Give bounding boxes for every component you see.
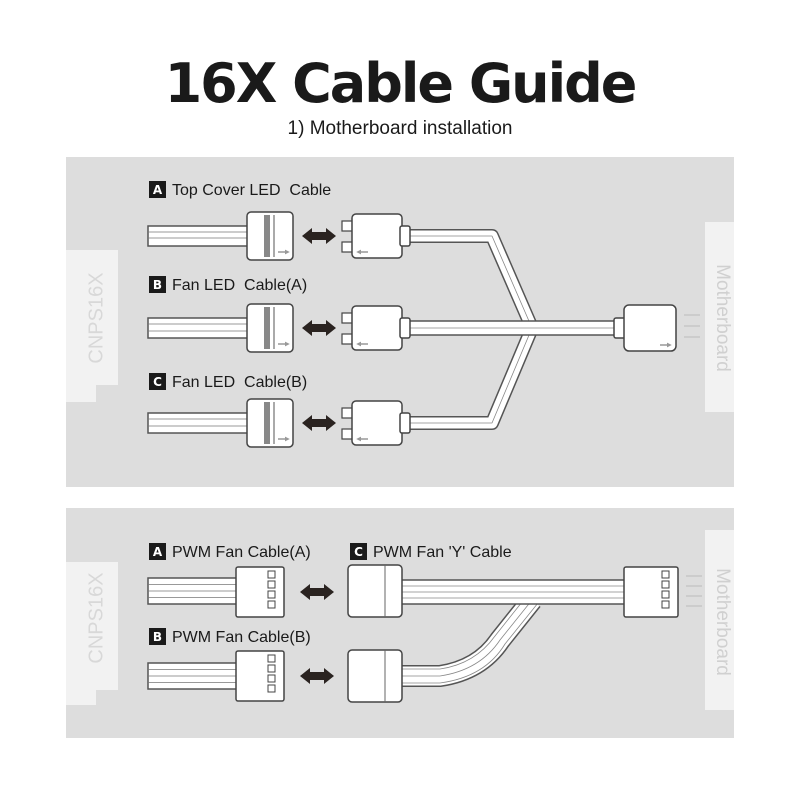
page-subtitle: 1) Motherboard installation	[287, 118, 513, 139]
svg-text:B: B	[153, 278, 162, 292]
section1-cable-a-caption: A Top Cover LED Cable	[149, 181, 331, 199]
svg-text:B: B	[153, 630, 162, 644]
section2-motherboard-label: Motherboard	[712, 568, 733, 676]
section1-connect-arrows	[302, 228, 336, 431]
section2-cable-c-caption: C PWM Fan 'Y' Cable	[350, 543, 512, 561]
label-pwm-fan-b: PWM Fan Cable(B)	[172, 629, 311, 646]
cable-b-wire	[147, 317, 251, 339]
y-cable-plug-a	[347, 564, 403, 618]
badge-b	[149, 276, 166, 293]
section1-motherboard-label: Motherboard	[712, 264, 733, 372]
section2-motherboard-tab	[705, 530, 734, 710]
double-arrow-icon	[302, 415, 336, 431]
page-title: 16X Cable Guide	[164, 52, 638, 115]
splitter-plug-c	[341, 400, 411, 446]
pwm-plug-b	[235, 650, 285, 702]
badge-c	[149, 373, 166, 390]
section2-source-plugs	[235, 566, 285, 702]
section1-source-plugs	[246, 211, 294, 448]
label-pwm-y-cable: PWM Fan 'Y' Cable	[373, 544, 512, 561]
double-arrow-icon	[300, 668, 334, 684]
badge-a	[149, 543, 166, 560]
label-top-cover-led: Top Cover LED Cable	[172, 182, 331, 199]
section2-cooler-label: CNPS16X	[85, 572, 107, 663]
section2-y-plugs	[347, 564, 702, 703]
section2-connect-arrows	[300, 584, 334, 684]
section1-splitter-wires	[403, 229, 623, 430]
section1-cable-b-caption: B Fan LED Cable(A)	[149, 276, 307, 294]
splitter-plug-b	[341, 305, 411, 351]
pwm-plug-a	[235, 566, 285, 618]
cable-c-wire	[147, 412, 251, 434]
double-arrow-icon	[302, 320, 336, 336]
svg-text:C: C	[354, 545, 363, 559]
section1-cooler-tab	[66, 250, 118, 402]
svg-text:A: A	[153, 183, 163, 197]
badge-a	[149, 181, 166, 198]
plug-b	[246, 303, 294, 353]
svg-text:A: A	[153, 545, 163, 559]
badge-c	[350, 543, 367, 560]
section1-motherboard-tab	[705, 222, 734, 412]
motherboard-pwm-plug	[623, 566, 702, 618]
section2-cable-a-caption: A PWM Fan Cable(A)	[149, 543, 311, 561]
section1-cooler-label: CNPS16X	[85, 272, 107, 363]
motherboard-led-plug	[613, 304, 700, 352]
section2-panel: CNPS16X Motherboard	[66, 508, 734, 738]
plug-c	[246, 398, 294, 448]
svg-text:C: C	[153, 375, 162, 389]
section2-cable-b-caption: B PWM Fan Cable(B)	[149, 628, 311, 646]
double-arrow-icon	[300, 584, 334, 600]
badge-b	[149, 628, 166, 645]
cable-a-wire	[147, 225, 251, 247]
label-fan-led-b: Fan LED Cable(B)	[172, 374, 307, 391]
section2-cooler-tab	[66, 562, 118, 705]
section2-left-cables	[147, 577, 241, 690]
plug-a	[246, 211, 294, 261]
splitter-plug-a	[341, 213, 411, 259]
label-pwm-fan-a: PWM Fan Cable(A)	[172, 544, 311, 561]
double-arrow-icon	[302, 228, 336, 244]
label-fan-led-a: Fan LED Cable(A)	[172, 277, 307, 294]
section1-splitter-plugs	[341, 213, 700, 446]
y-cable-plug-b	[347, 649, 403, 703]
section2-y-wires	[397, 579, 629, 687]
section1-cable-c-caption: C Fan LED Cable(B)	[149, 373, 307, 391]
